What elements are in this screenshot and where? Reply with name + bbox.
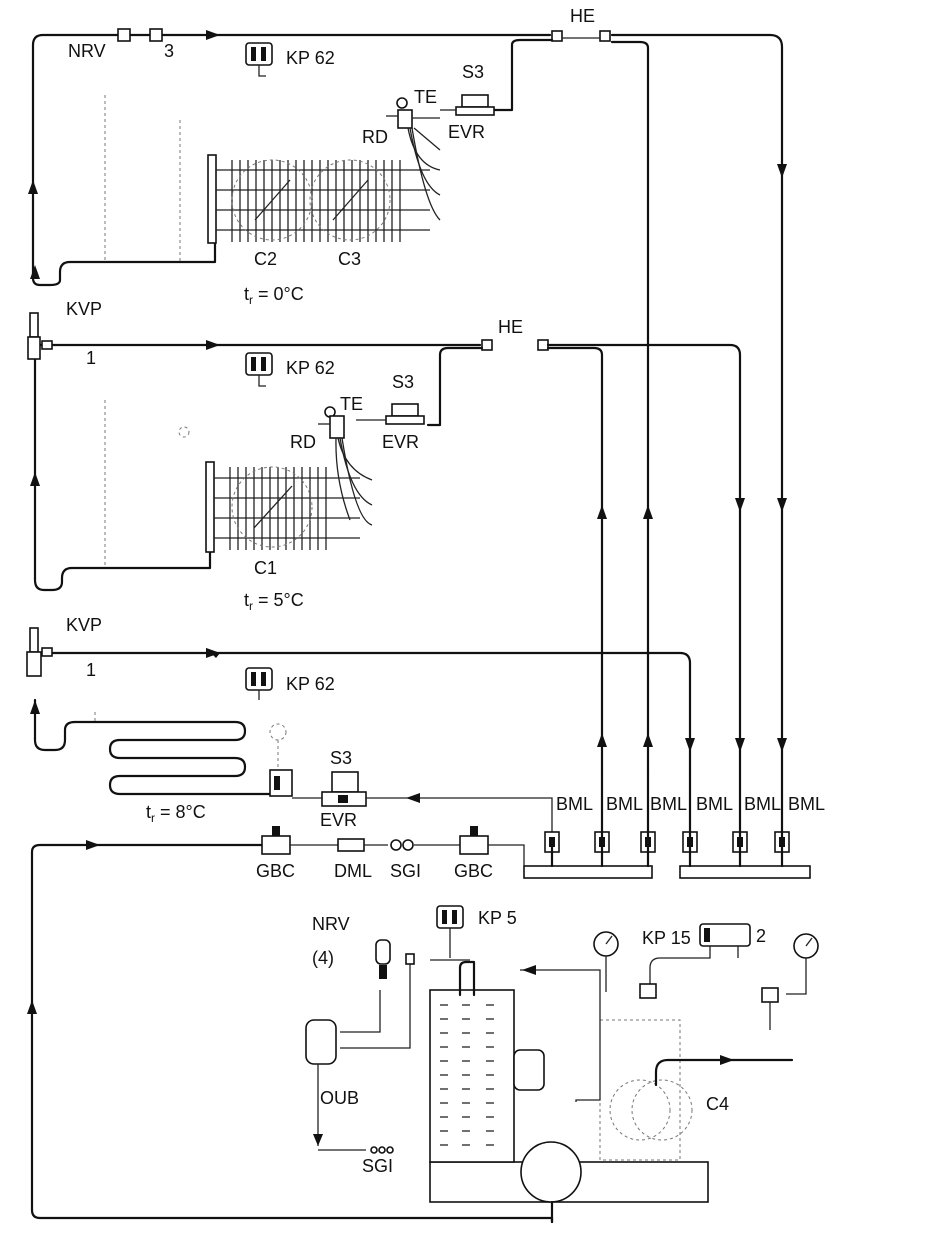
number-1-mid-label: 1 <box>86 348 96 368</box>
oil-separator-icon <box>305 1019 337 1146</box>
pressure-switch-icon <box>245 352 273 387</box>
filter-drier-icon <box>337 838 365 852</box>
fan-motor-icon <box>513 1049 545 1091</box>
number-2-label: 2 <box>756 926 766 946</box>
fan-icon <box>309 159 391 241</box>
c3-label: C3 <box>338 249 361 269</box>
circuit-top: NRV 3 HE KP 62 S3 TE RD EVR C2 C3 tr = 0… <box>28 6 787 772</box>
regulating-valve-icon <box>26 627 53 677</box>
temperature-5-label: tr = 5°C <box>244 590 304 613</box>
s3-low-label: S3 <box>330 748 352 768</box>
condenser-block <box>429 989 515 1163</box>
s3-mid-label: S3 <box>392 372 414 392</box>
evaporator-coil-middle <box>205 461 360 553</box>
kp62-top-label: KP 62 <box>286 48 335 68</box>
c2-label: C2 <box>254 249 277 269</box>
bml-2-label: BML <box>606 794 643 814</box>
expansion-valve-icon <box>269 723 293 797</box>
manifold-group: BML BML BML BML BML BML <box>523 768 825 879</box>
gbc-left-label: GBC <box>256 861 295 881</box>
pressure-switch-icon <box>649 923 751 992</box>
bml-4-label: BML <box>696 794 733 814</box>
circuit-low: KVP 1 KP 62 S3 EVR tr = 8°C <box>26 615 695 840</box>
receiver-icon <box>520 1141 582 1203</box>
te-mid-label: TE <box>340 394 363 414</box>
bml-6-label: BML <box>788 794 825 814</box>
evr-mid-label: EVR <box>382 432 419 452</box>
he-top-label: HE <box>570 6 595 26</box>
kp15-label: KP 15 <box>642 928 691 948</box>
c1-label: C1 <box>254 558 277 578</box>
pressure-switch-icon <box>245 42 273 77</box>
number-1-low-label: 1 <box>86 660 96 680</box>
gbc-right-label: GBC <box>454 861 493 881</box>
nrv-top-label: NRV <box>68 41 106 61</box>
sight-glass-icon <box>390 839 414 851</box>
suction-manifold <box>679 865 811 879</box>
sgi-mid-label: SGI <box>390 861 421 881</box>
bml-1-label: BML <box>556 794 593 814</box>
pressure-switch-icon <box>245 667 273 700</box>
evr-top-label: EVR <box>448 122 485 142</box>
solenoid-valve-icon <box>292 771 367 807</box>
fan-icon <box>231 466 313 548</box>
regulating-valve-icon <box>27 312 53 360</box>
check-valve-icon <box>375 939 415 979</box>
kvp-low-label: KVP <box>66 615 102 635</box>
evaporator-coil-top <box>207 154 430 244</box>
rd-mid-label: RD <box>290 432 316 452</box>
pressure-switch-icon <box>436 905 464 958</box>
expansion-valve-icon <box>386 97 440 129</box>
condensing-unit: NRV (4) KP 5 KP 15 2 OUB SGI C4 <box>305 905 819 1224</box>
kp62-low-label: KP 62 <box>286 674 335 694</box>
heat-exchanger-icon <box>481 339 549 351</box>
evr-low-label: EVR <box>320 810 357 830</box>
solenoid-valve-icon <box>440 94 495 116</box>
fan-icon <box>231 159 313 241</box>
check-valve-icon <box>117 28 163 42</box>
nrv-low-label: NRV <box>312 914 350 934</box>
kp62-mid-label: KP 62 <box>286 358 335 378</box>
kp5-label: KP 5 <box>478 908 517 928</box>
service-valve-icon <box>639 983 779 1030</box>
c4-label: C4 <box>706 1094 729 1114</box>
flow-arrow-up <box>28 180 38 194</box>
sgi-low-label: SGI <box>362 1156 393 1176</box>
pressure-gauge-icon <box>593 931 619 992</box>
kvp-mid-label: KVP <box>66 299 102 319</box>
liquid-line: GBC DML SGI GBC <box>27 826 554 1224</box>
dml-label: DML <box>334 861 372 881</box>
s3-top-label: S3 <box>462 62 484 82</box>
rd-top-label: RD <box>362 127 388 147</box>
bml-3-label: BML <box>650 794 687 814</box>
ball-valve-icon <box>261 826 291 855</box>
sight-glass-icon <box>370 1146 394 1154</box>
circuit-middle: KVP 1 HE KP 62 S3 TE RD EVR C1 tr = 5°C <box>27 265 745 772</box>
expansion-valve-icon <box>318 406 345 439</box>
oub-label: OUB <box>320 1088 359 1108</box>
temperature-8-label: tr = 8°C <box>146 802 206 825</box>
te-top-label: TE <box>414 87 437 107</box>
compressor-icon <box>599 1019 693 1161</box>
solenoid-valve-icon <box>356 403 425 425</box>
number-3-label: 3 <box>164 41 174 61</box>
bml-5-label: BML <box>744 794 781 814</box>
temperature-0-label: tr = 0°C <box>244 284 304 307</box>
ball-valve-icon <box>459 826 489 855</box>
he-mid-label: HE <box>498 317 523 337</box>
number-4-label: (4) <box>312 948 334 968</box>
liquid-manifold <box>523 865 653 879</box>
pressure-gauge-icon <box>786 933 819 995</box>
flow-arrow-right <box>206 30 220 40</box>
heat-exchanger-icon <box>551 30 611 42</box>
